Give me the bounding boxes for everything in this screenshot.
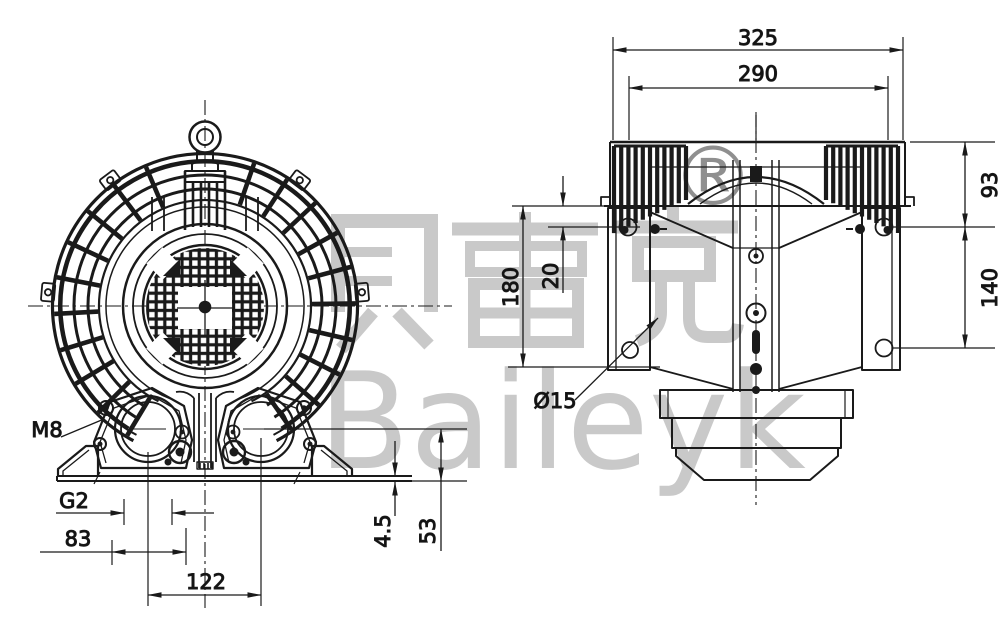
- shaft-center: [198, 300, 212, 314]
- right-foot: [310, 444, 354, 476]
- side-body: [607, 160, 901, 394]
- right-upper-bolt-hole: [874, 217, 894, 237]
- dim-overall-width: 325: [738, 26, 778, 50]
- dim-port-bolt-spacing: 83: [65, 527, 92, 551]
- cover-struts: [151, 197, 259, 231]
- right-flange: [861, 207, 901, 371]
- clamp-tabs: [40, 169, 370, 303]
- terminal-box: [659, 389, 854, 481]
- dim-hole-offset: 20: [539, 263, 563, 290]
- left-flange: [607, 207, 651, 371]
- side-top-cap: [600, 140, 915, 233]
- center-column: [164, 390, 250, 470]
- dim-port-center-spacing: 122: [186, 570, 226, 594]
- dim-cap-height: 93: [978, 172, 1000, 199]
- dim-flange-hole-drop: 140: [978, 268, 1000, 308]
- cap-fins-left: [611, 146, 689, 233]
- dim-eyebolt-thread: M8: [31, 418, 62, 442]
- dimension-annotations: 325 290 93 140 180 20 Ø15 M8 G2 83 122: [31, 26, 1000, 606]
- dim-mount-hole-dia: Ø15: [533, 389, 576, 413]
- mesh-corner-brackets: [163, 259, 247, 355]
- right-mount-hole: [874, 338, 894, 358]
- dim-port-center-height: 53: [416, 518, 440, 545]
- left-mount-hole: [621, 341, 639, 359]
- fin-ring: [40, 152, 370, 443]
- dim-base-thickness: 4.5: [371, 514, 395, 547]
- center-bolt-column: [732, 160, 780, 394]
- watermark-latin-text: Baileyk: [318, 344, 806, 500]
- dim-flange-width: 290: [738, 62, 778, 86]
- side-view: [600, 112, 915, 505]
- dim-body-height: 180: [499, 267, 523, 307]
- fan-guard-mesh: [121, 222, 289, 390]
- dim-port-thread: G2: [59, 489, 89, 513]
- base-plate: [56, 444, 412, 485]
- left-foot: [56, 444, 100, 476]
